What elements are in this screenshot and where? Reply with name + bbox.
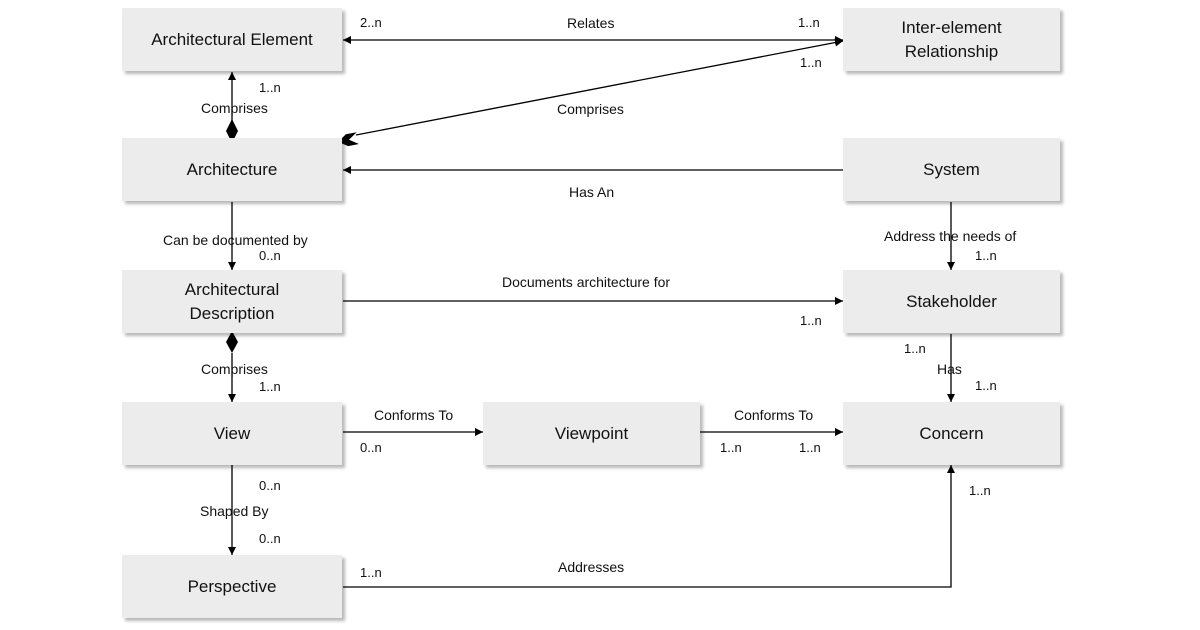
mult-element-comprises: 1..n [259,80,281,95]
mult-stakeholder-has: 1..n [904,341,926,356]
mult-viewpoint-left: 1..n [720,440,742,455]
mult-viewpoint-right: 1..n [799,440,821,455]
has-label: Has [937,361,962,377]
mult-perspective-shaped: 0..n [259,531,281,546]
mult-concern-has: 1..n [975,378,997,393]
mult-relates-element: 2..n [360,15,382,30]
comprises-view-label: Comprises [201,361,268,377]
inter-element-relationship-box[interactable]: Inter-element Relationship [843,8,1060,71]
concern-box[interactable]: Concern [843,402,1060,465]
view-box[interactable]: View [122,402,342,465]
composition-diamond-architecture-top [226,119,238,143]
perspective-box[interactable]: Perspective [122,555,342,618]
mult-relates-relationship: 1..n [798,15,820,30]
mult-view-shaped: 0..n [259,478,281,493]
mult-view-conforms: 0..n [360,440,382,455]
system-box[interactable]: System [843,138,1060,201]
architecture-box[interactable]: Architecture [122,138,342,201]
comprises-element-label: Comprises [201,100,268,116]
viewpoint-box[interactable]: Viewpoint [483,402,700,465]
mult-relationship-comprises: 1..n [800,55,822,70]
composition-diamond-architecture-right [338,132,359,147]
address-needs-of-label: Address the needs of [884,228,1017,244]
mult-documented-by: 0..n [259,248,281,263]
relates-label: Relates [567,15,615,31]
architectural-element-box[interactable]: Architectural Element [122,8,342,71]
documents-architecture-for-label: Documents architecture for [502,274,671,290]
addresses-connector [343,465,955,588]
shaped-by-label: Shaped By [200,503,269,519]
architectural-description-box[interactable]: Architectural Description [122,270,342,333]
mult-concern-addresses: 1..n [969,483,991,498]
has-an-label: Has An [569,184,615,200]
comprises-relationship-label: Comprises [557,101,624,117]
composition-diamond-description [226,331,238,353]
mult-perspective-addresses: 1..n [360,565,382,580]
conforms-to-view-label: Conforms To [374,407,454,423]
comprises-relationship-connector [355,38,844,136]
conforms-to-viewpoint-label: Conforms To [734,407,814,423]
mult-address-needs-of: 1..n [975,248,997,263]
stakeholder-box[interactable]: Stakeholder [843,270,1060,333]
can-be-documented-by-label: Can be documented by [163,232,308,248]
mult-documents-for: 1..n [800,313,822,328]
mult-comprises-view: 1..n [259,379,281,394]
addresses-label: Addresses [558,559,625,575]
